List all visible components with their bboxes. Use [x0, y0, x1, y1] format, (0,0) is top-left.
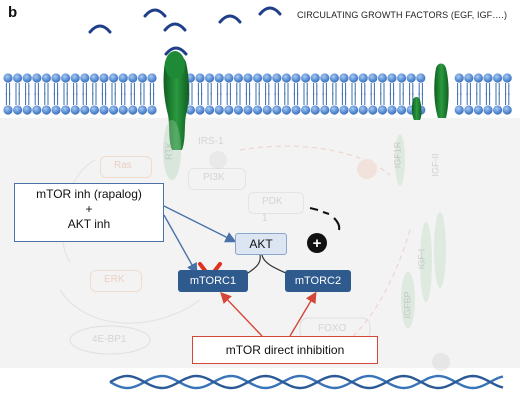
irs1-label: IRS-1 — [198, 136, 224, 147]
pi3k-label: PI3K — [203, 172, 225, 183]
foxo-label: FOXO — [318, 323, 347, 334]
growth-factor-ligands — [88, 6, 282, 56]
akt-node: AKT — [235, 233, 287, 255]
ras-box — [100, 156, 152, 178]
rtk-label: RTK — [163, 142, 174, 160]
plus-line: + — [85, 202, 93, 216]
panel-letter: b — [8, 4, 18, 21]
igf-label: IGF-I — [416, 248, 427, 270]
cell-membrane — [3, 73, 512, 115]
rtk-receptor — [163, 51, 189, 150]
dna-helix — [109, 374, 504, 390]
mtorc1-node: mTORC1 — [178, 270, 248, 292]
growth-factors-heading: CIRCULATING GROWTH FACTORS (EGF, IGF….) — [297, 10, 508, 20]
ras-label: Ras — [114, 160, 132, 171]
pdk-box — [248, 192, 304, 214]
inhibitor-arrow-mtorc1 — [163, 214, 198, 275]
faded-background-pathway — [59, 120, 450, 371]
direct-arrow-mtorc1 — [220, 291, 263, 337]
igfbp-label: IGFBP — [402, 291, 413, 319]
direct-inhibition-callout: mTOR direct inhibition — [192, 336, 378, 364]
direct-arrow-mtorc2 — [289, 291, 317, 337]
pi3k-box — [188, 168, 246, 190]
akt-inhibitor-line: AKT inh — [67, 217, 111, 231]
plus-badge: + — [307, 233, 327, 253]
mtorc2-node: mTORC2 — [285, 270, 351, 292]
igf-receptor-cluster — [411, 63, 449, 120]
igf1r-label: IGF1R — [392, 141, 403, 169]
4ebp1-label: 4E-BP1 — [92, 334, 127, 345]
inhibitor-arrow-akt — [163, 205, 237, 243]
combined-inhibitor-callout: mTOR inh (rapalog) + AKT inh — [14, 183, 164, 242]
erk-label: ERK — [104, 274, 125, 285]
nucleus-region — [0, 368, 520, 400]
rapalog-line: mTOR inh (rapalog) — [36, 187, 142, 201]
pdk-number: 1 — [262, 213, 268, 224]
plus-sign: + — [313, 235, 322, 252]
connector-lines — [163, 205, 341, 337]
igf2r-label: IGF-II — [430, 153, 441, 177]
pdk-label: PDK — [262, 196, 283, 207]
erk-box — [90, 270, 142, 292]
